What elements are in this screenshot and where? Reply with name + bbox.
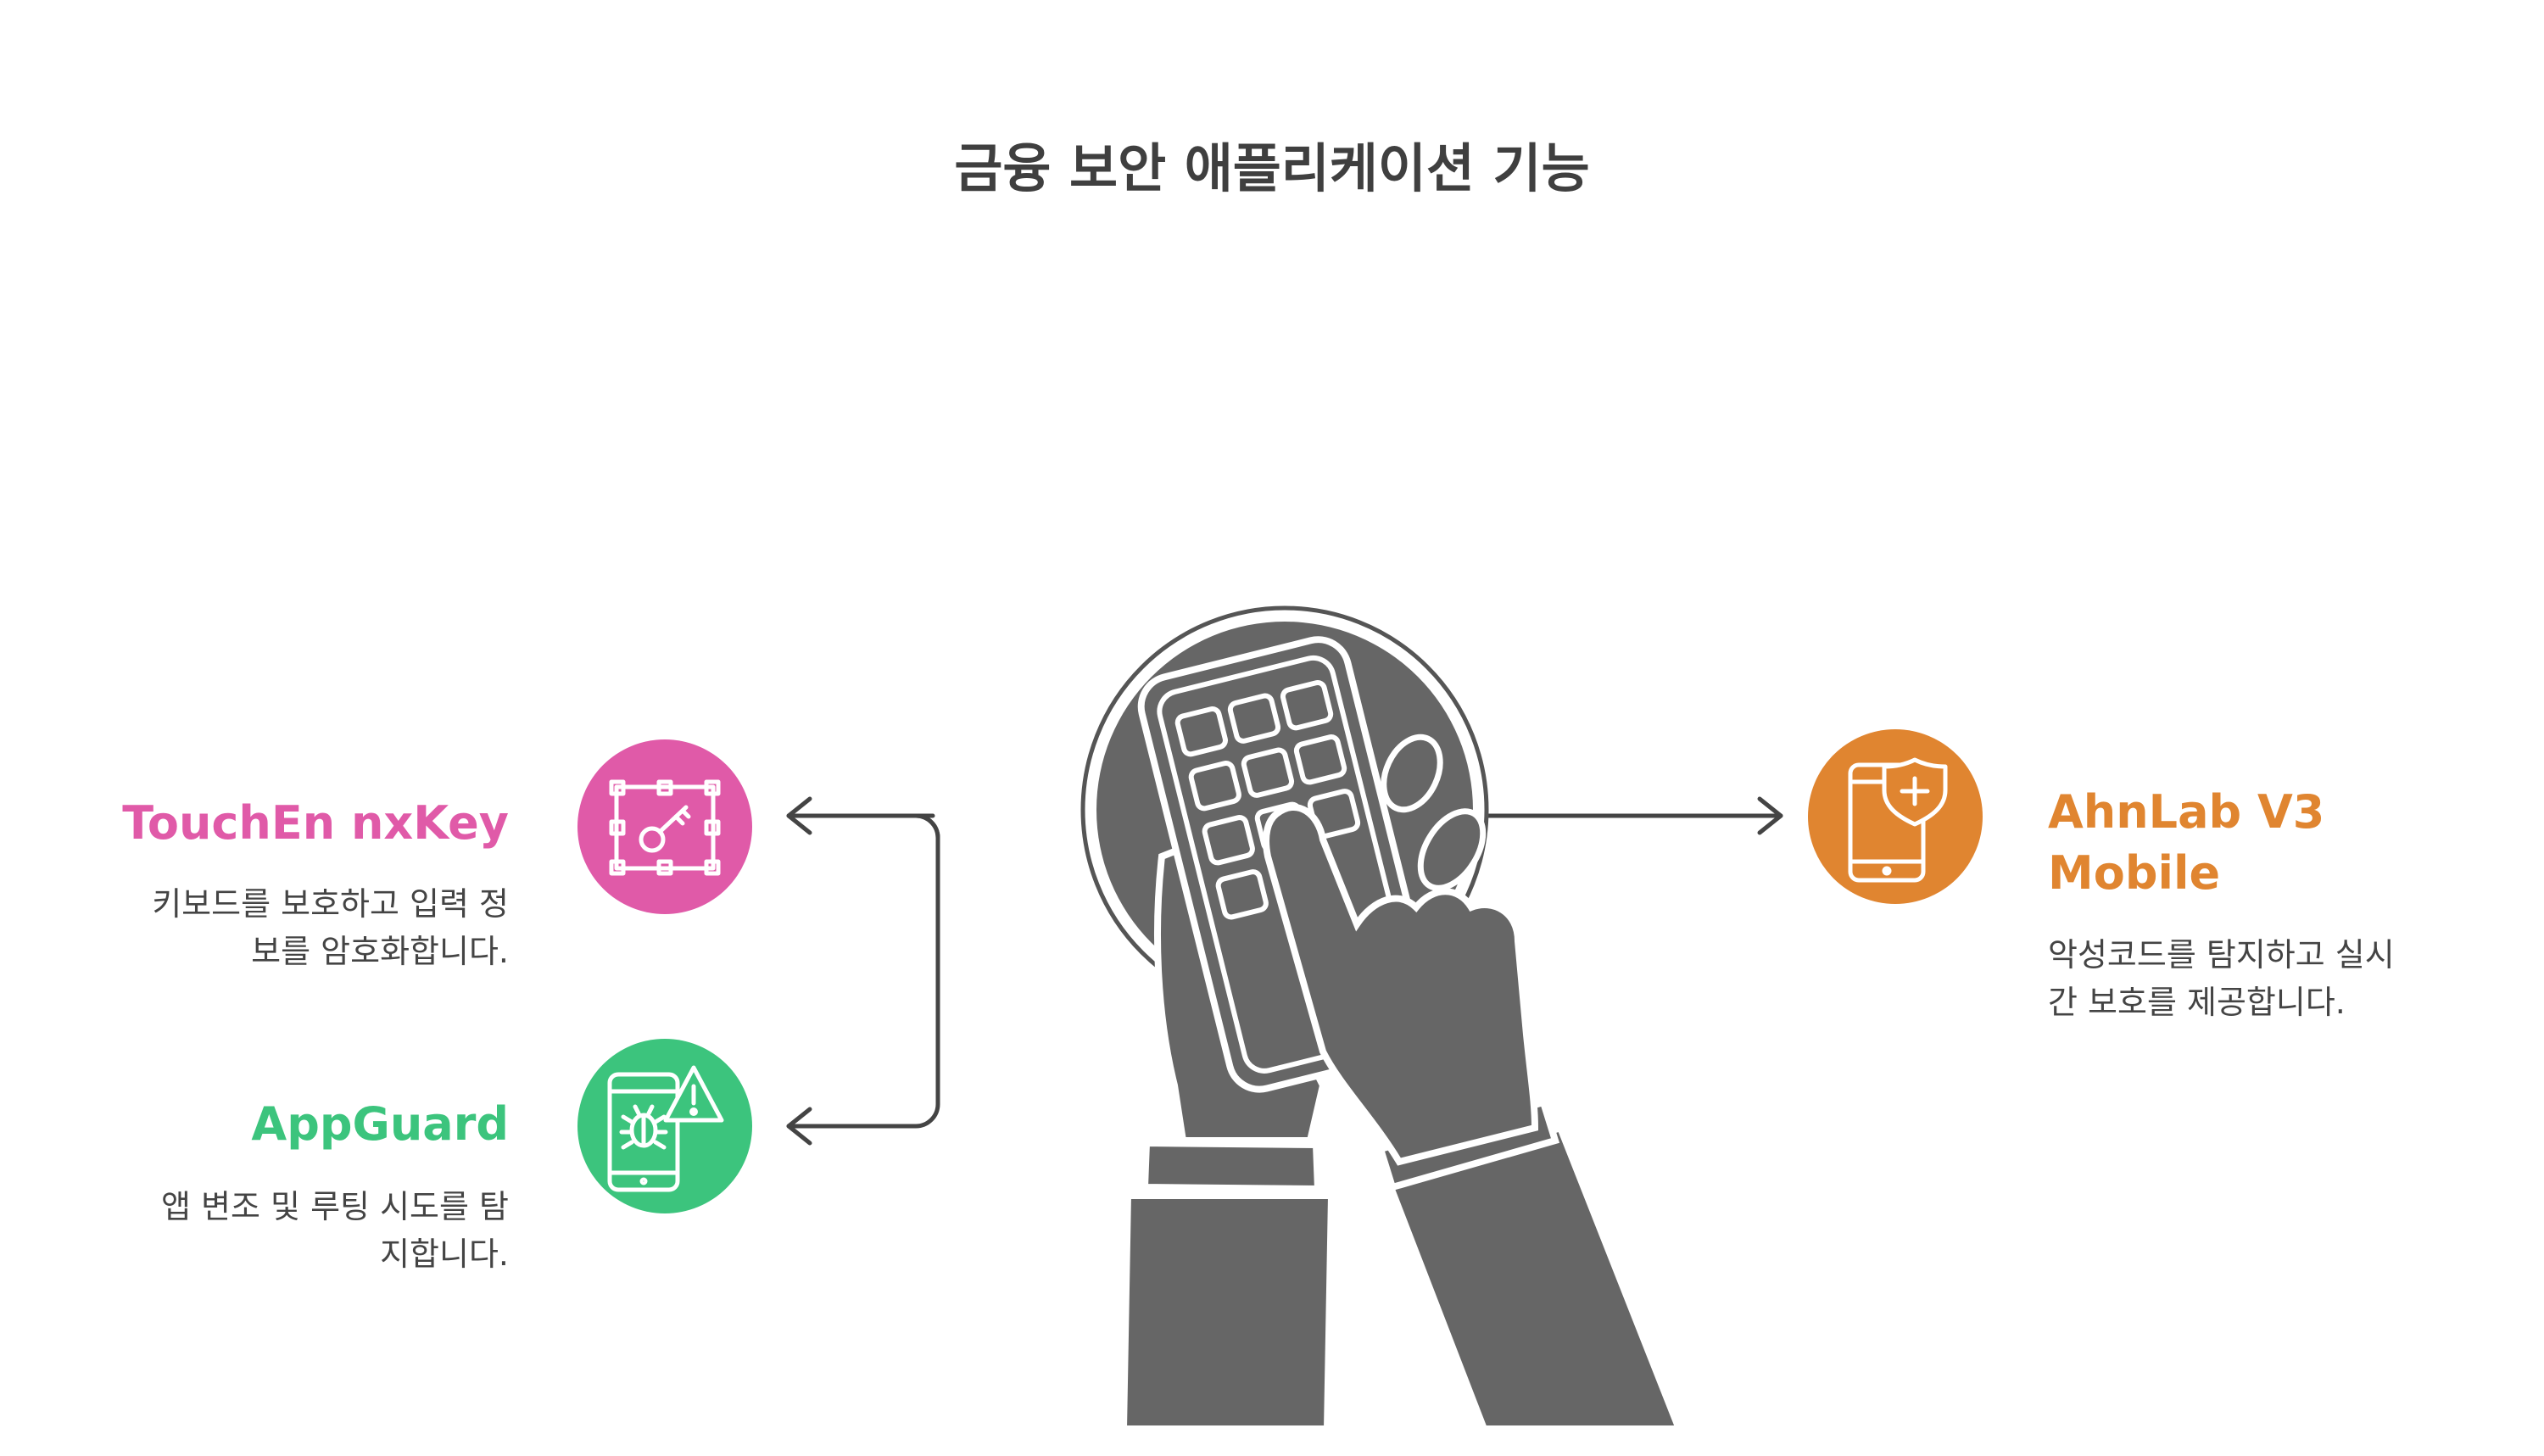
appguard-icon-circle xyxy=(577,1039,752,1213)
appguard-desc-line-1: 앱 변조 및 루팅 시도를 탐 xyxy=(161,1188,509,1225)
appguard-desc-line-2: 지합니다. xyxy=(380,1236,509,1273)
ahnlab-v3-label-line-2: Mobile xyxy=(2048,846,2221,900)
ahnlab-v3-desc-line-1: 악성코드를 탐지하고 실시 xyxy=(2048,936,2395,973)
phone-bug-warning-icon xyxy=(607,1065,724,1192)
ahnlab-v3-label: AhnLab V3 Mobile xyxy=(2048,782,2489,904)
touchen-nxkey-description: 키보드를 보호하고 입력 정 보를 암호화합니다. xyxy=(68,880,509,975)
touchen-nxkey-desc-line-2: 보를 암호화합니다. xyxy=(251,933,509,970)
arrowhead-left-bottom xyxy=(786,1107,812,1146)
connector-lines xyxy=(786,796,1783,1146)
arrowhead-right xyxy=(1757,796,1783,835)
ahnlab-v3-icon-circle xyxy=(1808,729,1983,904)
touchen-nxkey-icon-circle xyxy=(577,739,752,914)
connector-left-top xyxy=(786,813,940,840)
appguard-description: 앱 변조 및 루팅 시도를 탐 지합니다. xyxy=(68,1183,509,1278)
phone-shield-icon xyxy=(1848,757,1948,883)
key-frame-icon xyxy=(609,779,721,876)
ahnlab-v3-desc-line-2: 간 보호를 제공합니다. xyxy=(2048,984,2346,1021)
ahnlab-v3-description: 악성코드를 탐지하고 실시 간 보호를 제공합니다. xyxy=(2048,931,2523,1026)
arrowhead-left-top xyxy=(786,796,812,835)
diagram-title: 금융 보안 애플리케이션 기능 xyxy=(954,137,1590,199)
appguard-label: AppGuard xyxy=(251,1097,509,1151)
hands-holding-phone-icon xyxy=(1080,605,1684,1432)
touchen-nxkey-desc-line-1: 키보드를 보호하고 입력 정 xyxy=(152,885,509,923)
connector-left-trunk xyxy=(786,813,940,1129)
ahnlab-v3-label-line-1: AhnLab V3 xyxy=(2048,785,2325,839)
touchen-nxkey-label: TouchEn nxKey xyxy=(122,796,509,850)
